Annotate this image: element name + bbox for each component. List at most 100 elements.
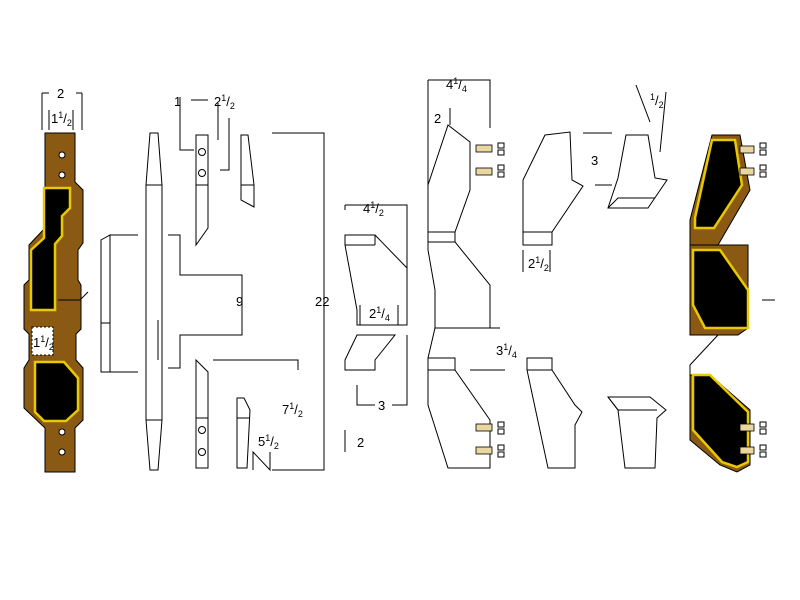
label-two-a: 2 bbox=[357, 435, 364, 450]
brace-single-exploded bbox=[522, 84, 668, 469]
dim-line bbox=[344, 204, 408, 280]
label-five-half: 51/2 bbox=[258, 433, 279, 451]
dim-line bbox=[607, 197, 655, 209]
bolt-icon bbox=[739, 423, 755, 432]
brace-right-panel-bottom bbox=[691, 373, 750, 469]
nut-icon bbox=[497, 164, 505, 171]
dim-line bbox=[522, 132, 612, 272]
brace-pair-exploded bbox=[427, 79, 505, 469]
dim-line bbox=[41, 92, 83, 130]
label-seven-half: 71/2 bbox=[282, 401, 303, 419]
bolt-set-upper bbox=[475, 142, 505, 178]
label-left-width: 2 bbox=[57, 86, 64, 101]
bolt-icon bbox=[739, 145, 755, 154]
brace-lower bbox=[427, 357, 491, 469]
cap-bottom bbox=[606, 396, 667, 469]
dim-line bbox=[356, 335, 408, 406]
dim-line bbox=[213, 132, 325, 471]
cap-top bbox=[607, 134, 668, 209]
hole-icon bbox=[198, 169, 206, 177]
dimension-labels: 2 11/2 11/2 1 21/2 9 22 71/2 51/2 41/2 2… bbox=[33, 76, 664, 451]
nut-icon bbox=[759, 421, 767, 428]
nut-icon bbox=[759, 451, 767, 458]
hole-icon bbox=[58, 448, 66, 456]
label-two-quarter: 21/4 bbox=[369, 305, 390, 323]
bolt-icon bbox=[739, 167, 755, 176]
label-two-b: 2 bbox=[434, 111, 441, 126]
nut-icon bbox=[759, 149, 767, 156]
hole-icon bbox=[198, 148, 206, 156]
bolt-icon bbox=[475, 423, 493, 432]
hole-icon bbox=[58, 171, 66, 179]
assembled-brace-right bbox=[689, 134, 775, 473]
dim-line bbox=[427, 79, 491, 218]
dim-line bbox=[101, 234, 138, 373]
nut-icon bbox=[759, 428, 767, 435]
dim-line bbox=[595, 84, 667, 186]
brace-left-handle bbox=[58, 291, 89, 301]
label-three-quarter: 31/4 bbox=[496, 342, 517, 360]
label-twenty-two: 22 bbox=[315, 294, 329, 309]
nut-icon bbox=[759, 171, 767, 178]
dim-line bbox=[252, 450, 271, 472]
bolt-set-right-upper bbox=[739, 142, 767, 178]
nut-icon bbox=[497, 444, 505, 451]
brace-left-center-block bbox=[31, 326, 54, 356]
block-top bbox=[344, 234, 408, 326]
dim-line bbox=[345, 235, 376, 246]
nut-icon bbox=[759, 444, 767, 451]
brace-right-panel-top bbox=[693, 138, 744, 230]
brace-left-panel-top bbox=[29, 186, 72, 312]
dim-line bbox=[48, 110, 74, 130]
nut-icon bbox=[759, 164, 767, 171]
block-bottom bbox=[344, 334, 397, 371]
dim-line bbox=[168, 234, 243, 369]
brace-single-bottom bbox=[526, 357, 583, 469]
dim-line bbox=[607, 396, 657, 411]
hole-icon bbox=[58, 428, 66, 436]
nut-icon bbox=[497, 428, 505, 435]
dim-line bbox=[179, 97, 230, 171]
brace-upper-mid bbox=[427, 231, 491, 329]
hole-icon bbox=[58, 151, 66, 159]
brace-single-top bbox=[522, 131, 584, 233]
label-bar-1: 1 bbox=[174, 94, 181, 109]
bolt-icon bbox=[475, 167, 493, 176]
wedge-bottom bbox=[236, 397, 251, 469]
bolt-icon bbox=[475, 446, 493, 455]
brace-left-panel-bottom bbox=[33, 360, 80, 423]
bolt-icon bbox=[475, 144, 493, 153]
label-three-b: 3 bbox=[591, 153, 598, 168]
short-bar-bottom bbox=[195, 358, 209, 469]
bolt-icon bbox=[739, 446, 755, 455]
dim-line bbox=[146, 184, 162, 421]
label-left-inner-width: 11/2 bbox=[51, 110, 72, 128]
wedge-top bbox=[240, 134, 255, 208]
assembled-brace-left bbox=[23, 92, 89, 473]
nut-icon bbox=[497, 142, 505, 149]
hole-icon bbox=[198, 448, 206, 456]
brace-right-panel-mid bbox=[691, 248, 750, 330]
nut-icon bbox=[497, 421, 505, 428]
bolt-set-lower bbox=[475, 421, 505, 458]
blocks-middle bbox=[344, 204, 408, 452]
label-bar-2-half: 21/2 bbox=[214, 93, 235, 111]
label-four-half: 41/2 bbox=[363, 200, 384, 218]
label-four-quarter: 41/4 bbox=[446, 76, 467, 94]
brace-upper-top bbox=[427, 124, 471, 233]
long-bar bbox=[145, 132, 163, 471]
bolt-set-right-lower bbox=[739, 421, 767, 458]
nut-icon bbox=[759, 142, 767, 149]
label-half: 1/2 bbox=[650, 92, 664, 110]
bars-exploded bbox=[100, 97, 325, 472]
dim-line bbox=[522, 231, 553, 246]
short-bar-top bbox=[195, 134, 209, 247]
dim-line bbox=[359, 305, 399, 325]
dim-line bbox=[427, 327, 500, 371]
side-bar-left bbox=[100, 234, 111, 373]
nut-icon bbox=[497, 149, 505, 156]
label-two-half-b: 21/2 bbox=[528, 255, 549, 273]
label-left-center: 11/2 bbox=[33, 334, 54, 352]
hole-icon bbox=[198, 426, 206, 434]
